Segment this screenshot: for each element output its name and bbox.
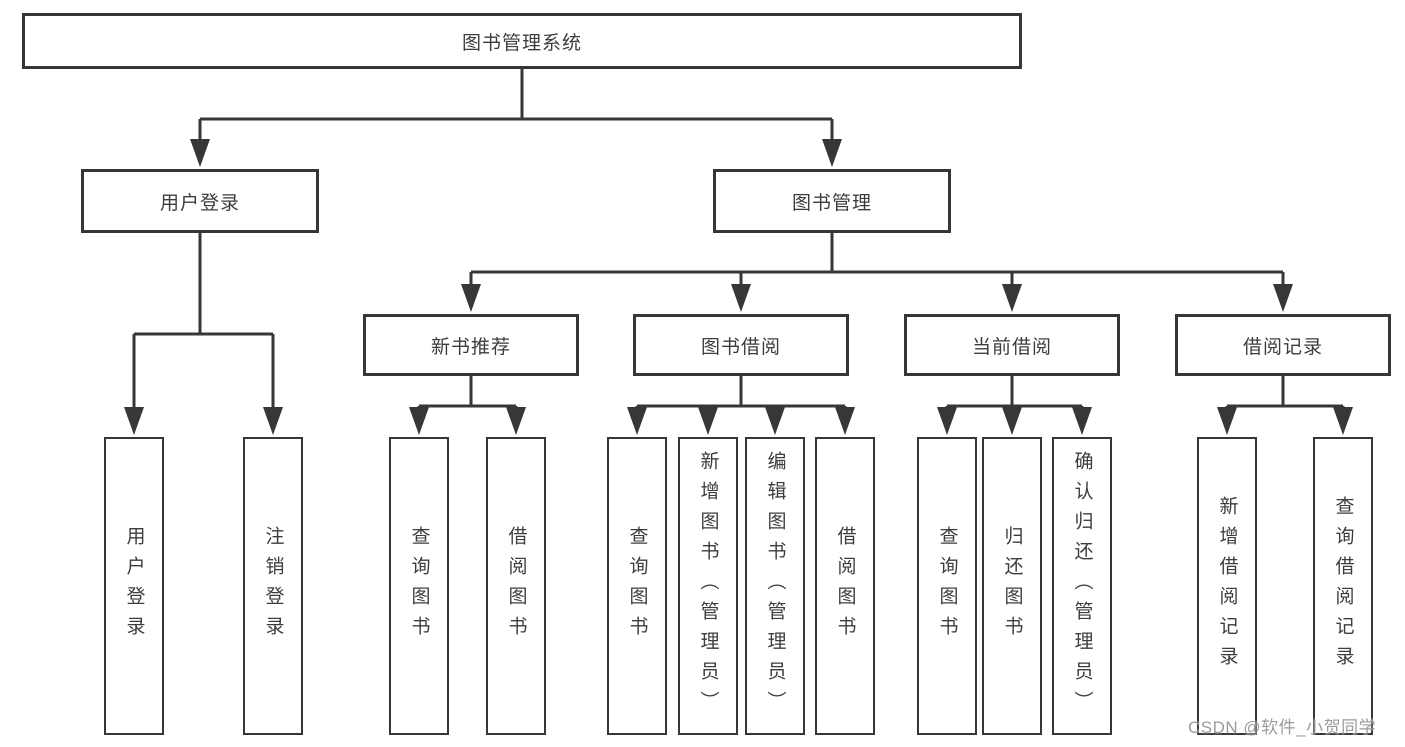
node-label: 图书管理: [791, 192, 872, 214]
node-label: 用户登录: [159, 192, 240, 214]
leaf-edit-book-admin: 编辑图书（管理员）: [745, 437, 805, 735]
leaf-label: 查询图书: [408, 526, 430, 646]
leaf-logout: 注销登录: [243, 437, 303, 735]
leaf-label: 查询图书: [626, 526, 648, 646]
node-label: 当前借阅: [971, 336, 1052, 358]
node-book-borrowing: 图书借阅: [633, 314, 849, 376]
leaf-label: 新增借阅记录: [1216, 496, 1238, 676]
leaf-label: 编辑图书（管理员）: [764, 451, 786, 721]
node-user-login: 用户登录: [81, 169, 319, 233]
leaf-query-books-borrow: 查询图书: [607, 437, 667, 735]
leaf-label: 确认归还（管理员）: [1071, 451, 1093, 721]
node-borrowing-records: 借阅记录: [1175, 314, 1391, 376]
leaf-label: 查询图书: [936, 526, 958, 646]
leaf-query-books-current: 查询图书: [917, 437, 977, 735]
leaf-label: 借阅图书: [834, 526, 856, 646]
leaf-user-login: 用户登录: [104, 437, 164, 735]
leaf-borrow-books: 借阅图书: [815, 437, 875, 735]
node-label: 新书推荐: [430, 336, 511, 358]
leaf-confirm-return-admin: 确认归还（管理员）: [1052, 437, 1112, 735]
leaf-label: 新增图书（管理员）: [697, 451, 719, 721]
leaf-add-book-admin: 新增图书（管理员）: [678, 437, 738, 735]
leaf-borrow-books-recommend: 借阅图书: [486, 437, 546, 735]
leaf-query-borrow-record: 查询借阅记录: [1313, 437, 1373, 735]
leaf-query-books-recommend: 查询图书: [389, 437, 449, 735]
node-current-borrowing: 当前借阅: [904, 314, 1120, 376]
node-label: 借阅记录: [1242, 336, 1323, 358]
leaf-add-borrow-record: 新增借阅记录: [1197, 437, 1257, 735]
leaf-label: 查询借阅记录: [1332, 496, 1354, 676]
leaf-label: 归还图书: [1001, 526, 1023, 646]
node-label: 图书管理系统: [461, 32, 582, 54]
node-label: 图书借阅: [700, 336, 781, 358]
node-book-management: 图书管理: [713, 169, 951, 233]
node-library-management-system: 图书管理系统: [22, 13, 1022, 69]
csdn-watermark: CSDN @软件_小贺同学: [1188, 718, 1377, 737]
leaf-return-books: 归还图书: [982, 437, 1042, 735]
leaf-label: 借阅图书: [505, 526, 527, 646]
node-new-book-recommendation: 新书推荐: [363, 314, 579, 376]
leaf-label: 注销登录: [262, 526, 284, 646]
leaf-label: 用户登录: [123, 526, 145, 646]
